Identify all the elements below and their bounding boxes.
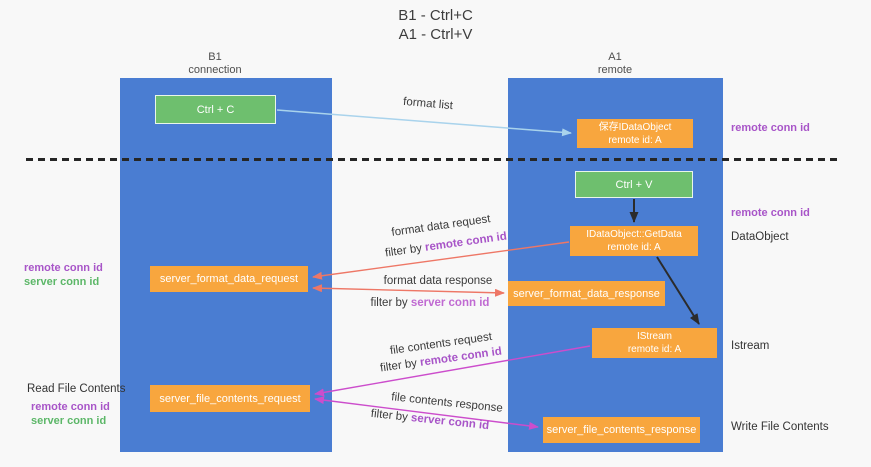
filter-by-prefix: filter by: [379, 356, 421, 375]
ctrl-v-label: Ctrl + V: [615, 178, 653, 191]
right-column-role: remote: [597, 64, 633, 76]
format-list-arrow-label: format list: [402, 95, 454, 113]
getdata-node: IDataObject::GetData remote id: A: [570, 226, 698, 256]
right-column-name: A1: [608, 51, 622, 63]
ctrl-c-node: Ctrl + C: [155, 95, 276, 124]
filter-by-prefix: filter by: [370, 297, 411, 309]
getdata-line1: IDataObject::GetData: [586, 229, 682, 240]
diagram-title: B1 - Ctrl+C A1 - Ctrl+V: [0, 6, 871, 44]
read-file-contents-label: Read File Contents: [27, 383, 126, 395]
istream-side-label: Istream: [731, 340, 770, 352]
filter-by-server-conn-id: server conn id: [410, 297, 490, 309]
remote-conn-id-label-top: remote conn id: [731, 122, 810, 134]
istream-node: IStream remote id: A: [592, 328, 717, 358]
ctrl-v-node: Ctrl + V: [575, 171, 693, 198]
title-line-1: B1 - Ctrl+C: [398, 7, 473, 24]
saved-dataobject-line2: remote id: A: [608, 134, 662, 146]
remote-conn-id-label-mid: remote conn id: [731, 207, 810, 219]
left-column-name: B1: [208, 51, 222, 63]
server-file-contents-response-node: server_file_contents_response: [543, 417, 700, 443]
server-format-data-request-node: server_format_data_request: [150, 266, 308, 292]
right-column-header: A1 remote: [520, 51, 710, 77]
format-data-response-arrow-label: format data response: [383, 275, 493, 287]
saved-dataobject-node: 保存IDataObject remote id: A: [577, 119, 693, 148]
server-format-data-response-label: server_format_data_response: [513, 287, 660, 300]
filter-by-server-conn-id: server conn id: [410, 412, 490, 433]
dataobject-label: DataObject: [731, 231, 789, 243]
filter-by-prefix: filter by: [370, 407, 412, 424]
format-left-remote-conn-id-label: remote conn id: [24, 262, 103, 274]
saved-dataobject-line1: 保存IDataObject: [598, 121, 672, 133]
filter-by-prefix: filter by: [384, 241, 426, 260]
file-left-remote-conn-id-label: remote conn id: [31, 401, 110, 413]
server-format-data-request-label: server_format_data_request: [159, 273, 299, 285]
filter-by-remote-conn-id: remote conn id: [424, 230, 508, 254]
format-data-response-filter-label: filter by server conn id: [365, 297, 495, 309]
server-file-contents-response-label: server_file_contents_response: [546, 424, 697, 436]
istream-line2: remote id: A: [627, 344, 682, 355]
server-file-contents-request-node: server_file_contents_request: [150, 385, 310, 412]
server-file-contents-request-label: server_file_contents_request: [159, 392, 301, 405]
ctrl-c-label: Ctrl + C: [196, 103, 235, 116]
left-column-header: B1 connection: [120, 51, 310, 77]
phase-divider-dashed-line: [26, 158, 838, 161]
left-column-role: connection: [188, 64, 242, 76]
title-line-2: A1 - Ctrl+V: [398, 26, 473, 43]
arrow-format-data-response: [312, 284, 505, 297]
istream-line1: IStream: [636, 331, 672, 342]
file-left-server-conn-id-label: server conn id: [31, 415, 107, 427]
write-file-contents-label: Write File Contents: [731, 421, 829, 433]
server-format-data-response-node: server_format_data_response: [508, 281, 665, 306]
getdata-line2: remote id: A: [607, 242, 661, 253]
format-left-server-conn-id-label: server conn id: [24, 276, 100, 288]
